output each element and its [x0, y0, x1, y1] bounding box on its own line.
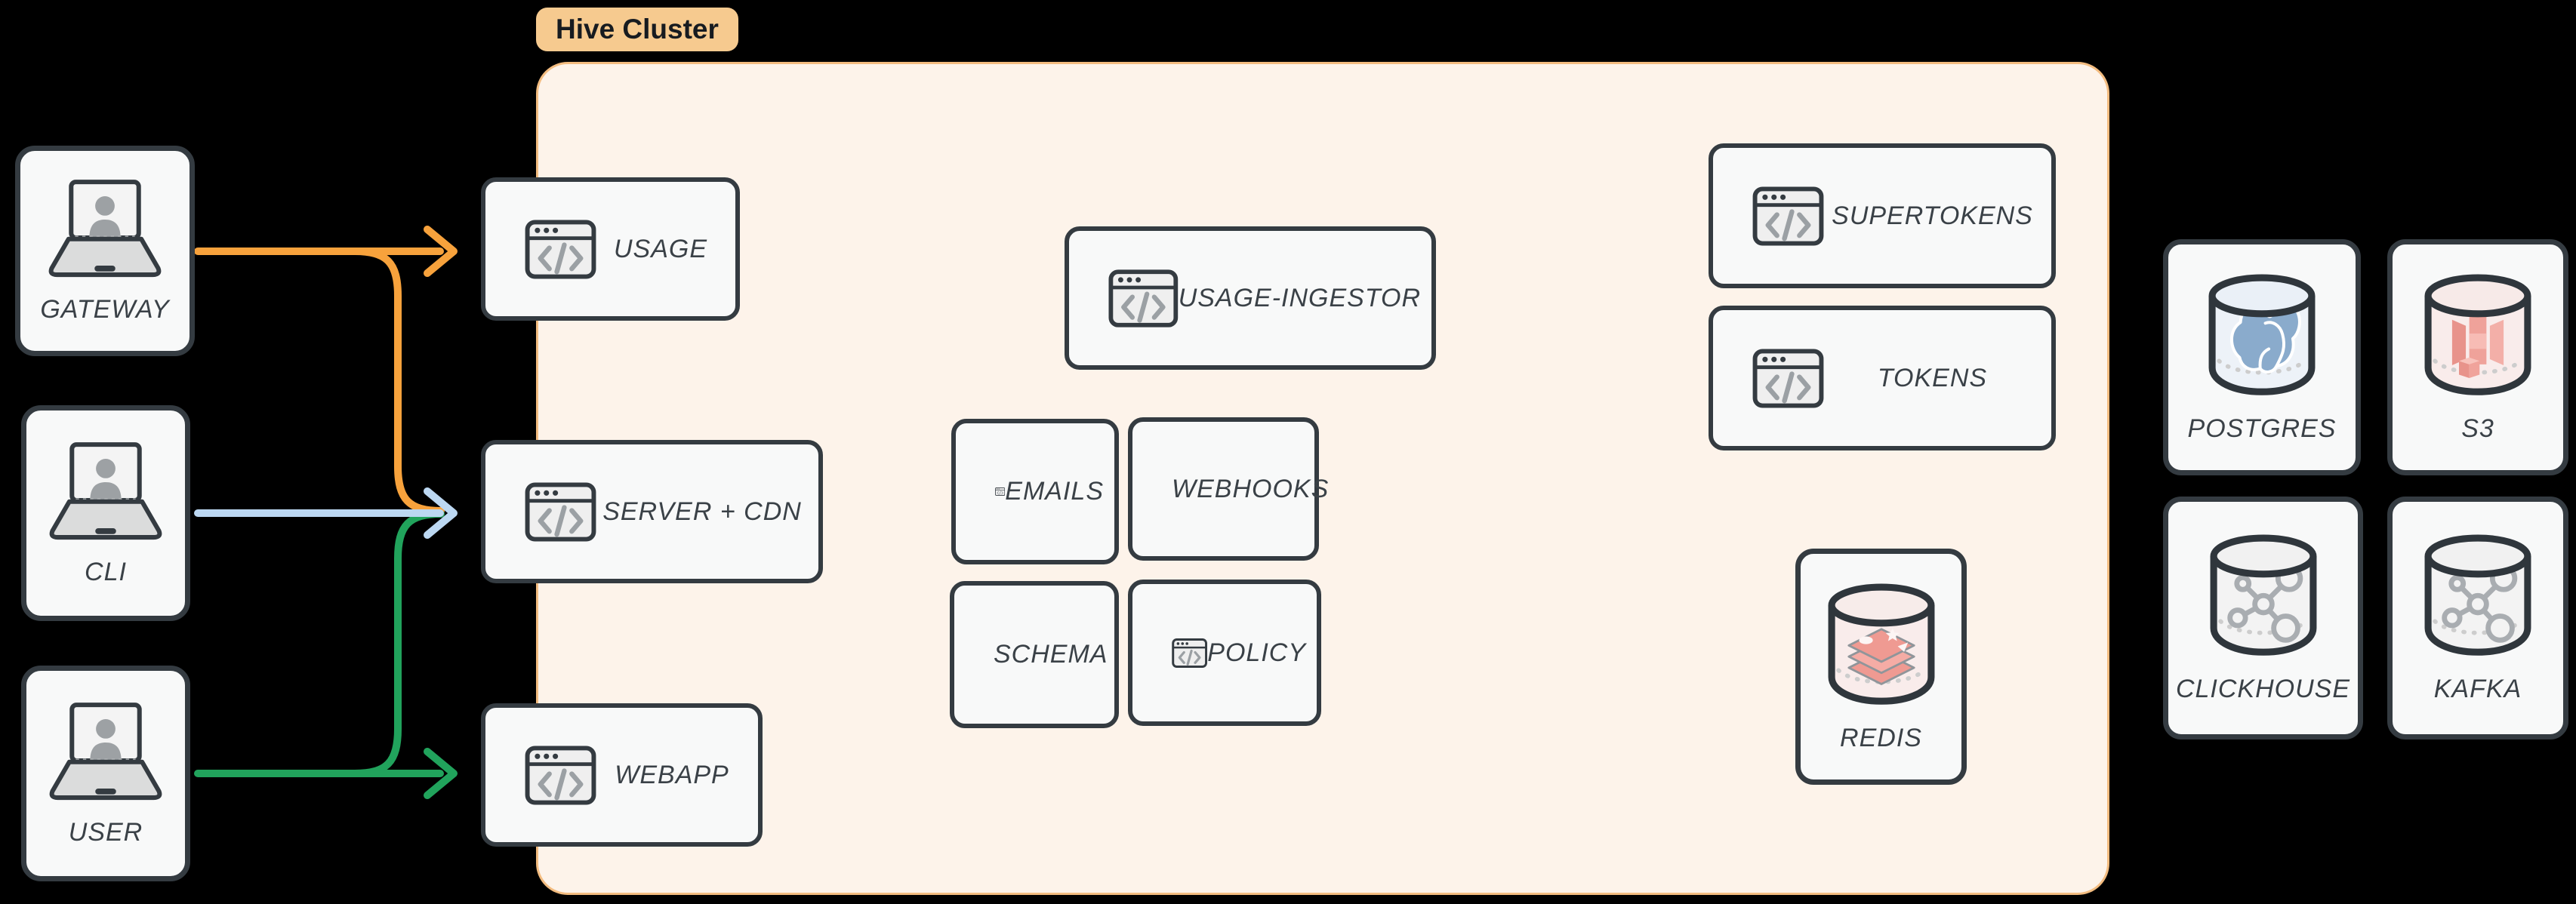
actor-label: USER	[68, 817, 143, 847]
store-redis: REDIS	[1795, 549, 1967, 785]
service-schema: SCHEMA	[950, 581, 1119, 728]
edge-user-to-server-cdn	[351, 510, 445, 777]
store-label: KAFKA	[2433, 675, 2522, 703]
store-kafka: KAFKA	[2387, 497, 2568, 739]
hive-cluster-badge: Hive Cluster	[536, 8, 738, 51]
code-window-icon	[1752, 349, 1824, 408]
code-window-icon	[995, 462, 1005, 521]
store-s3: S3	[2387, 239, 2568, 475]
code-window-icon	[1752, 186, 1824, 246]
service-label: EMAILS	[1005, 477, 1104, 506]
service-label: WEBHOOKS	[1172, 474, 1330, 503]
code-window-icon	[525, 220, 596, 279]
service-webhooks: WEBHOOKS	[1128, 417, 1328, 561]
store-postgres: POSTGRES	[2163, 239, 2361, 475]
store-label: S3	[2461, 414, 2494, 443]
service-label: USAGE-INGESTOR	[1178, 283, 1421, 312]
service-policy: POLICY	[1128, 580, 1321, 726]
s3-bucket-cylinder-icon	[2421, 272, 2534, 402]
service-label: WEBAPP	[615, 760, 729, 789]
redis-cylinder-icon	[1825, 581, 1938, 712]
service-label: SCHEMA	[994, 640, 1108, 669]
service-label: USAGE	[613, 234, 708, 263]
actor-label: GATEWAY	[40, 295, 170, 324]
service-usage: USAGE	[481, 177, 740, 321]
service-label: POLICY	[1207, 638, 1306, 667]
actor-label: CLI	[85, 557, 127, 586]
service-server-cdn: SERVER + CDN	[481, 440, 823, 583]
laptop-user-icon	[41, 700, 171, 803]
molecule-cylinder-icon	[2421, 532, 2534, 663]
service-webapp: WEBAPP	[481, 703, 763, 847]
service-label: SUPERTOKENS	[1832, 201, 2033, 230]
postgres-cylinder-icon	[2205, 272, 2319, 402]
code-window-icon	[525, 746, 596, 805]
actor-gateway: GATEWAY	[15, 146, 195, 356]
store-clickhouse: CLICKHOUSE	[2163, 497, 2363, 739]
store-label: CLICKHOUSE	[2175, 675, 2351, 703]
service-emails: EMAILS	[951, 419, 1119, 564]
service-usage-ingestor: USAGE-INGESTOR	[1065, 226, 1436, 370]
arrowhead-webapp	[424, 748, 458, 799]
laptop-user-icon	[40, 177, 170, 280]
code-window-icon	[1108, 269, 1179, 328]
store-label: REDIS	[1840, 723, 1922, 752]
arrowhead-server-cdn	[424, 487, 458, 539]
actor-cli: CLI	[21, 405, 190, 621]
code-window-icon	[1172, 623, 1207, 683]
laptop-user-icon	[41, 440, 171, 543]
service-supertokens: SUPERTOKENS	[1709, 143, 2056, 288]
actor-user: USER	[21, 666, 190, 881]
molecule-cylinder-icon	[2207, 532, 2320, 663]
edge-gateway-to-server-cdn	[351, 248, 445, 515]
service-tokens: TOKENS	[1709, 306, 2056, 450]
arrowhead-usage	[424, 226, 458, 277]
store-label: POSTGRES	[2187, 414, 2337, 443]
code-window-icon	[525, 482, 596, 542]
service-label: TOKENS	[1877, 363, 1988, 392]
service-label: SERVER + CDN	[602, 497, 802, 526]
